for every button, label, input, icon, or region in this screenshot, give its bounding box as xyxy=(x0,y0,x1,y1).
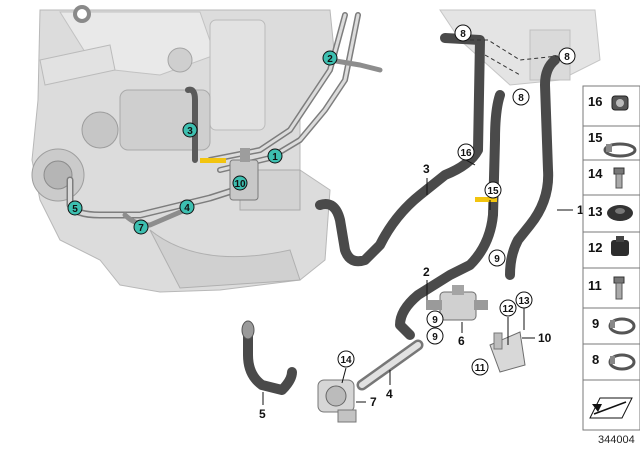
circled-callout: 8 xyxy=(558,47,576,65)
part-label: 4 xyxy=(386,387,393,401)
svg-text:16: 16 xyxy=(460,148,472,159)
rubber-mount-12-icon xyxy=(611,236,629,256)
engine-callout: 1 xyxy=(267,148,283,164)
svg-text:9: 9 xyxy=(432,315,438,326)
sidebar-number: 13 xyxy=(588,204,602,219)
locator-dashes xyxy=(470,39,559,76)
svg-text:8: 8 xyxy=(518,93,524,104)
leader-lines xyxy=(262,159,573,405)
valve-6 xyxy=(426,285,488,321)
circled-callout: 9 xyxy=(488,249,506,267)
hose-1 xyxy=(505,55,560,280)
circled-callout: 8 xyxy=(454,24,472,42)
part-label: 5 xyxy=(259,407,266,421)
engine-illustration xyxy=(31,5,601,293)
part-label: 1 xyxy=(577,203,584,217)
small-parts-panel: 16 15 14 13 12 11 xyxy=(582,85,640,431)
svg-text:11: 11 xyxy=(475,363,486,374)
bracket-10 xyxy=(489,331,526,373)
circled-callout: 11 xyxy=(471,358,489,376)
part-label: 2 xyxy=(423,265,430,279)
engine-callout: 5 xyxy=(67,200,83,216)
svg-text:4: 4 xyxy=(184,203,190,214)
part-label: 7 xyxy=(370,395,377,409)
engine-callout: 3 xyxy=(182,122,198,138)
svg-text:14: 14 xyxy=(340,355,352,366)
sidebar-number: 15 xyxy=(588,130,602,145)
hose-clamp-15-icon xyxy=(603,142,637,158)
circled-callout: 16 xyxy=(457,143,475,161)
circled-callout: 13 xyxy=(515,291,533,309)
svg-text:2: 2 xyxy=(327,54,333,65)
circled-callout: 12 xyxy=(499,299,517,317)
hose-marker-yellow xyxy=(475,197,497,202)
hose-clamp-8-icon xyxy=(608,353,636,371)
pump-7 xyxy=(317,379,357,423)
sidebar-number: 14 xyxy=(588,166,603,181)
part-label: 6 xyxy=(458,334,465,348)
svg-text:9: 9 xyxy=(494,254,500,265)
part-label: 10 xyxy=(538,331,552,345)
circled-callout: 9 xyxy=(426,310,444,328)
clip-16-icon xyxy=(611,95,629,111)
svg-text:8: 8 xyxy=(460,29,466,40)
circled-callout: 9 xyxy=(426,327,444,345)
svg-text:1: 1 xyxy=(272,152,278,163)
part-label: 3 xyxy=(423,162,430,176)
engine-marker-yellow xyxy=(200,158,226,163)
sidebar-number: 16 xyxy=(588,94,602,109)
arrow-icon xyxy=(589,397,633,419)
sidebar-number: 9 xyxy=(592,316,599,331)
engine-callouts: 1 2 3 4 5 7 10 xyxy=(67,50,338,235)
svg-text:8: 8 xyxy=(564,52,570,63)
sidebar-number: 12 xyxy=(588,240,602,255)
hose-2 xyxy=(395,90,505,340)
engine-callout: 2 xyxy=(322,50,338,66)
bolt-11-icon xyxy=(613,276,625,300)
sidebar-number: 8 xyxy=(592,352,599,367)
svg-text:12: 12 xyxy=(502,304,514,315)
grommet-13-icon xyxy=(607,205,633,221)
engine-callout: 10 xyxy=(232,175,248,191)
part-callouts: 1 2 3 4 5 6 7 8 8 8 9 9 9 10 xyxy=(259,24,584,421)
hose-5 xyxy=(243,325,297,395)
sidebar-number: 11 xyxy=(588,278,602,293)
engine-callout: 4 xyxy=(179,199,195,215)
circled-callout: 14 xyxy=(337,350,355,368)
hose-3 xyxy=(315,33,485,267)
svg-text:15: 15 xyxy=(487,186,499,197)
svg-text:13: 13 xyxy=(518,296,530,307)
engine-callout: 7 xyxy=(133,219,149,235)
bolt-14-icon xyxy=(613,167,625,189)
svg-text:9: 9 xyxy=(432,332,438,343)
hose-5-fitting xyxy=(241,320,255,340)
svg-text:10: 10 xyxy=(234,179,246,190)
circled-callout: 8 xyxy=(512,88,530,106)
circled-callout: 15 xyxy=(484,181,502,199)
svg-text:3: 3 xyxy=(187,126,193,137)
hose-clamp-9-icon xyxy=(608,317,636,335)
svg-text:5: 5 xyxy=(72,204,78,215)
diagram-number: 344004 xyxy=(598,434,635,446)
svg-text:7: 7 xyxy=(138,223,144,234)
